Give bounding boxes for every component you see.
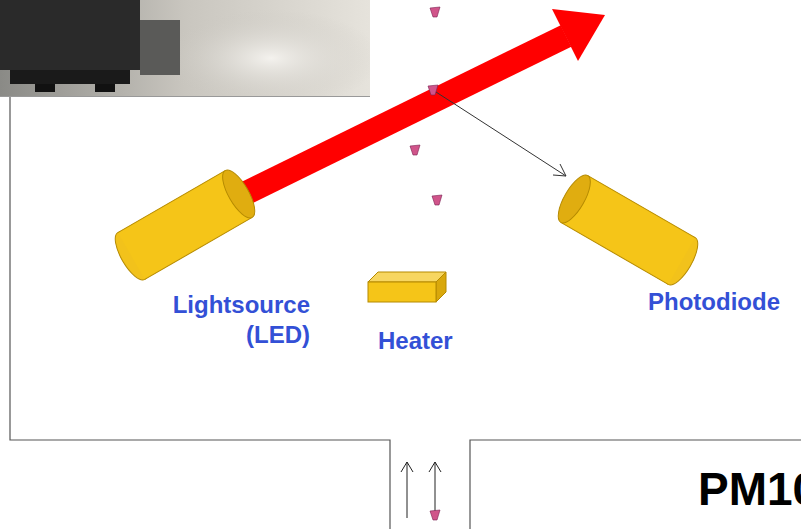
airflow-arrows [401, 462, 441, 518]
light-beam [240, 9, 605, 196]
scatter-ray [436, 92, 566, 176]
led-cylinder [109, 166, 261, 285]
sensor-photo [0, 0, 370, 97]
component-label: Photodiode [648, 287, 798, 317]
component-label: Lightsource (LED) [150, 290, 310, 350]
sensor-title: PM10 [698, 463, 801, 515]
dust-particles [410, 7, 442, 520]
heater-block [368, 272, 446, 302]
component-label: Heater [378, 326, 498, 356]
photodiode-cylinder [552, 171, 704, 290]
housing-outline [10, 97, 801, 529]
